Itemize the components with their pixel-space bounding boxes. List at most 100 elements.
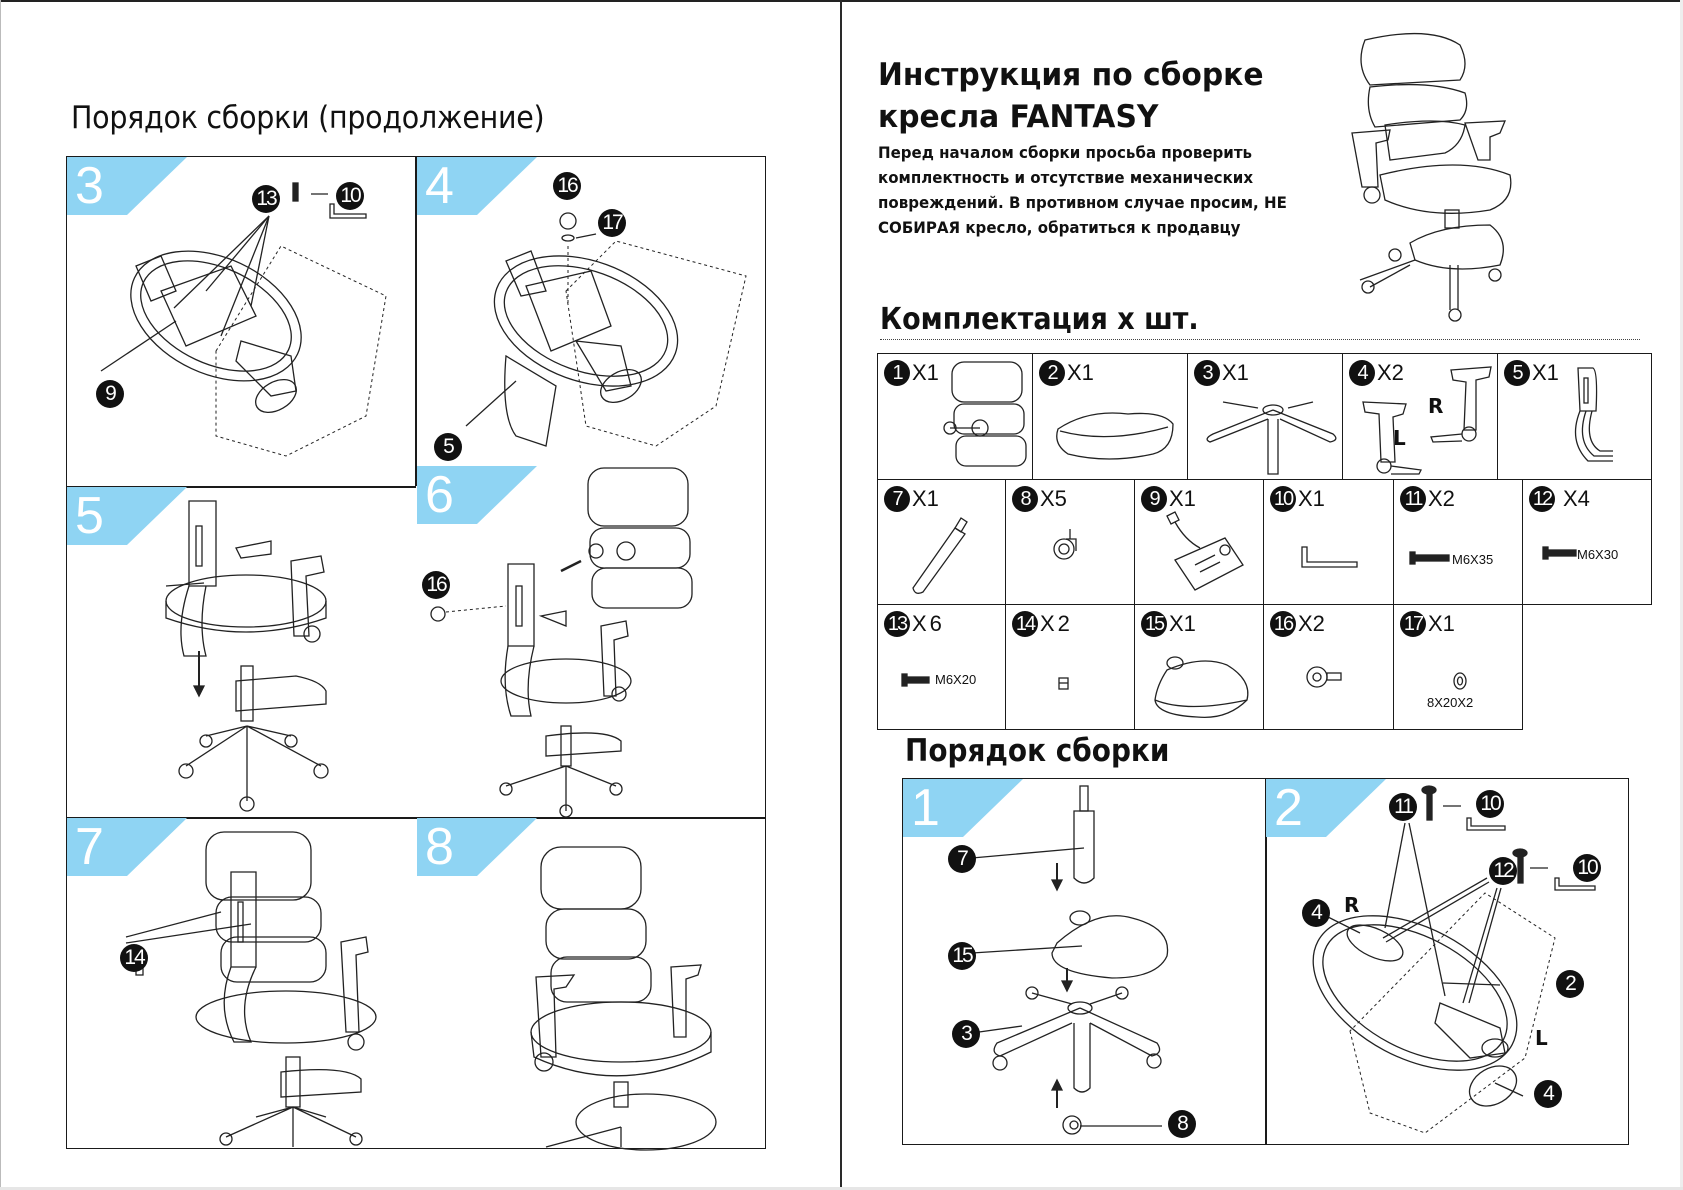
part-quantity: X1 xyxy=(1298,486,1325,511)
callout-7: 7 xyxy=(948,845,976,873)
callout-4: 4 xyxy=(1302,899,1330,927)
knob-icon xyxy=(1306,666,1342,688)
step-number: 6 xyxy=(425,466,454,524)
grid-divider-vertical xyxy=(415,156,417,486)
back-frame-icon xyxy=(1574,367,1613,462)
label-right: R xyxy=(1428,394,1444,418)
part-quantity: X2 xyxy=(1428,486,1455,511)
part-number-badge: 5 xyxy=(1504,360,1530,386)
part-quantity: X2 xyxy=(1377,360,1404,385)
callout-8: 8 xyxy=(1168,1110,1196,1138)
part-quantity: X6 xyxy=(912,611,945,636)
callout-9: 9 xyxy=(96,380,124,408)
part-quantity: X5 xyxy=(1040,486,1067,511)
part-quantity: X1 xyxy=(912,360,939,385)
armrests-icon xyxy=(1362,366,1492,475)
bolt-icon xyxy=(1542,546,1577,560)
part-quantity: X1 xyxy=(1067,360,1094,385)
footrest-icon xyxy=(1154,656,1249,719)
part-quantity: X1 xyxy=(1428,611,1455,636)
nut-icon xyxy=(1058,677,1069,690)
step-4-tag: 4 xyxy=(417,157,537,215)
callout-16: 16 xyxy=(422,571,450,599)
step-1-tag: 1 xyxy=(903,779,1023,837)
part-quantity: X1 xyxy=(1169,611,1196,636)
bolt-spec: M6X20 xyxy=(935,672,977,687)
part-number-badge: 1 xyxy=(884,360,910,386)
part-number-badge: 14 xyxy=(1012,611,1038,637)
part-number-badge: 13 xyxy=(884,611,910,637)
part-number-badge: 12 xyxy=(1529,486,1555,512)
part-quantity: X1 xyxy=(1222,360,1249,385)
continued-assembly-heading: Порядок сборки (продолжение) xyxy=(71,100,545,136)
callout-10: 10 xyxy=(1573,854,1601,882)
step-8-illustration xyxy=(530,846,717,1151)
part-number-badge: 11 xyxy=(1400,486,1426,512)
title-line-1: Инструкция по сборке xyxy=(878,57,1264,93)
label-right: R xyxy=(1344,893,1360,917)
callout-10: 10 xyxy=(336,182,364,210)
parts-list-heading: Комплектация х шт. xyxy=(880,302,1199,337)
part-number-badge: 9 xyxy=(1141,486,1167,512)
step-number: 4 xyxy=(425,157,454,215)
part-number-badge: 7 xyxy=(884,486,910,512)
callout-17: 17 xyxy=(598,209,626,237)
caster-icon xyxy=(1053,529,1077,560)
step-6-illustration xyxy=(430,467,693,818)
table-blank-area xyxy=(1524,606,1654,732)
part-number-badge: 4 xyxy=(1349,360,1375,386)
part-number-badge: 17 xyxy=(1400,611,1426,637)
intro-line: повреждений. В противном случае просим, … xyxy=(878,193,1287,212)
step-number: 2 xyxy=(1274,779,1303,837)
step-7-illustration xyxy=(125,831,377,1147)
step-3-tag: 3 xyxy=(67,157,187,215)
heading-dotted-rule xyxy=(880,339,1640,340)
label-left: L xyxy=(1535,1026,1548,1050)
mechanism-icon xyxy=(1166,511,1244,591)
part-quantity: X2 xyxy=(1040,611,1073,636)
bolt-icon xyxy=(901,673,930,687)
part-number-badge: 2 xyxy=(1039,360,1065,386)
intro-line: Перед началом сборки просьба проверить xyxy=(878,143,1253,162)
step-2-tag: 2 xyxy=(1266,779,1386,837)
step-number: 7 xyxy=(75,818,104,876)
part-quantity: X2 xyxy=(1298,611,1325,636)
label-left: L xyxy=(1393,426,1406,450)
step-number: 1 xyxy=(911,779,940,837)
step-5-tag: 5 xyxy=(67,487,187,545)
page-right-edge xyxy=(1680,0,1683,1190)
hex-key-icon xyxy=(1301,546,1358,568)
callout-3: 3 xyxy=(952,1020,980,1048)
grid-divider-row2 xyxy=(66,817,766,819)
step-5-illustration xyxy=(165,500,329,812)
callout-15: 15 xyxy=(948,942,976,970)
step-number: 3 xyxy=(75,157,104,215)
part-quantity: X1 xyxy=(912,486,939,511)
grid-divider-row1 xyxy=(66,486,416,488)
page-left-edge xyxy=(0,0,1,1190)
part-quantity: X1 xyxy=(1169,486,1196,511)
chair-base-icon xyxy=(1206,401,1337,475)
washer-icon xyxy=(1453,672,1467,690)
step-number: 5 xyxy=(75,487,104,545)
callout-12: 12 xyxy=(1489,857,1517,885)
grid-divider-vertical xyxy=(1265,778,1267,1145)
step-8-tag: 8 xyxy=(417,818,537,876)
seat-icon xyxy=(1056,412,1174,460)
title-line-2: кресла FANTASY xyxy=(878,99,1159,135)
page-spread-divider xyxy=(840,0,842,1190)
part-quantity: X1 xyxy=(1532,360,1559,385)
step-3-illustration xyxy=(100,182,387,457)
step-7-tag: 7 xyxy=(67,818,187,876)
intro-notice: Перед началом сборки просьба проверить к… xyxy=(878,140,1287,240)
intro-line: комплектность и отсутствие механических xyxy=(878,168,1254,187)
